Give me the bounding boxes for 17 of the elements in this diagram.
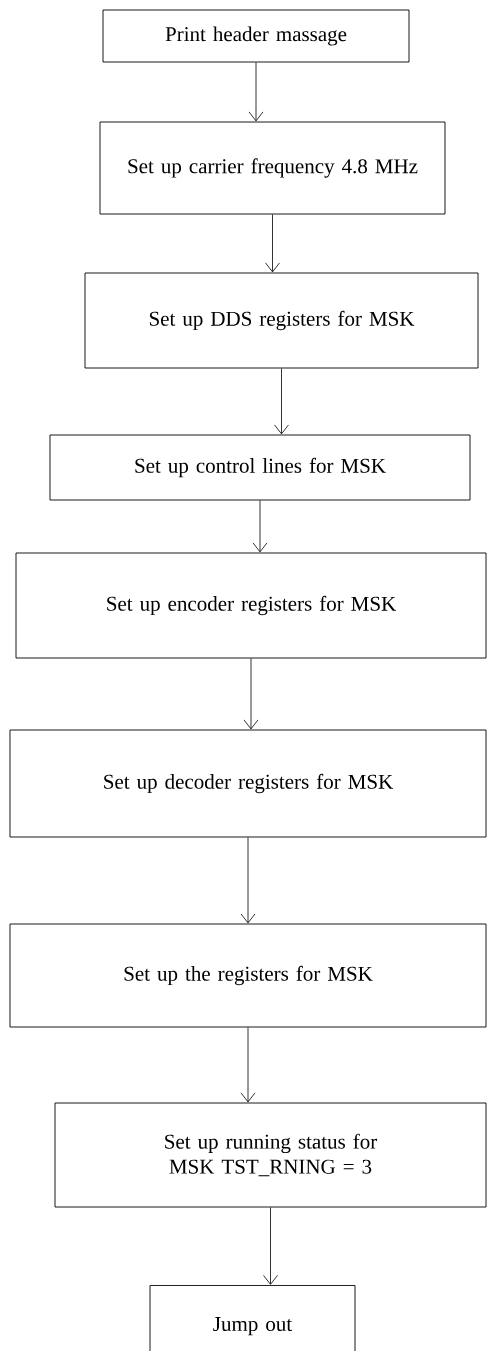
process-box: Jump out	[149, 1285, 356, 1351]
process-box: Set up decoder registers for MSK	[9, 729, 487, 838]
process-box: Set up the registers for MSK	[9, 923, 487, 1028]
arrow	[240, 1027, 256, 1103]
process-box: Set up control lines for MSK	[49, 434, 471, 501]
process-box: Print header massage	[102, 9, 410, 63]
arrow	[248, 62, 264, 122]
arrow	[240, 837, 256, 924]
arrow	[263, 1207, 278, 1285]
arrow	[265, 214, 280, 273]
arrow	[274, 368, 289, 435]
arrow	[243, 658, 259, 730]
process-box: Set up DDS registers for MSK	[84, 272, 479, 369]
arrow	[252, 500, 268, 553]
process-box: Set up running status for MSK TST_RNING = 3	[54, 1102, 487, 1208]
process-box: Set up carrier frequency 4.8 MHz	[99, 121, 446, 215]
process-box: Set up encoder registers for MSK	[15, 552, 487, 659]
